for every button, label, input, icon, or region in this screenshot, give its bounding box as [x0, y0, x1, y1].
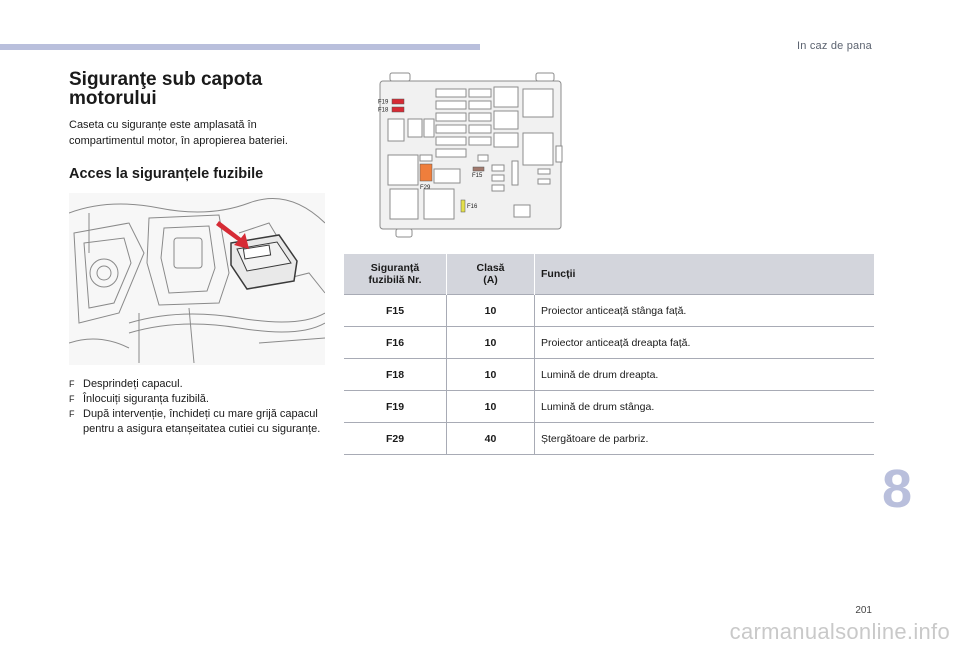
- table-header-row: Siguranță fuzibilă Nr. Clasă (A) Funcții: [344, 254, 874, 295]
- amps-cell: 10: [446, 358, 535, 391]
- section-title-line-1: Siguranţe sub capota: [69, 69, 263, 90]
- page-number: 201: [855, 605, 872, 616]
- fuse-f16-marker: [460, 199, 466, 213]
- amps-cell: 10: [446, 326, 535, 359]
- fuse-f18-label: F18: [378, 108, 389, 114]
- fuse-f15: F15: [472, 166, 485, 179]
- fuse-f19: F19: [378, 98, 405, 106]
- table-row: F18 10 Lumină de drum dreapta.: [344, 358, 874, 391]
- amps-cell: 40: [446, 422, 535, 455]
- fuse-f16: F16: [460, 199, 478, 213]
- function-cell: Proiector anticeață stânga față.: [534, 294, 874, 327]
- bullet-icon: F: [69, 379, 75, 389]
- table-row: F15 10 Proiector anticeață stânga față.: [344, 294, 874, 327]
- fuse-f18: F18: [378, 106, 405, 114]
- header-class: Clasă (A): [446, 254, 535, 295]
- fuse-f29: F29: [419, 163, 433, 191]
- header-fuse-number: Siguranță fuzibilă Nr.: [344, 254, 447, 295]
- function-cell: Proiector anticeață dreapta față.: [534, 326, 874, 359]
- table-row: F19 10 Lumină de drum stânga.: [344, 390, 874, 423]
- chapter-title: In caz de pana: [797, 40, 872, 52]
- chapter-number-badge: 8: [882, 459, 913, 519]
- function-cell: Ștergătoare de parbriz.: [534, 422, 874, 455]
- fuse-f19-marker: [391, 98, 405, 105]
- intro-paragraph: Caseta cu siguranțe este amplasată în co…: [69, 119, 288, 147]
- fuse-f16-label: F16: [467, 204, 478, 210]
- header-accent-bar: [0, 44, 480, 50]
- fuse-number-cell: F29: [344, 422, 447, 455]
- section-title: Siguranţe sub capota motorului: [69, 70, 309, 108]
- table-row: F29 40 Ștergătoare de parbriz.: [344, 422, 874, 455]
- fuse-number-cell: F15: [344, 294, 447, 327]
- watermark: carmanualsonline.info: [729, 619, 950, 644]
- fuse-box-cover: [230, 234, 298, 290]
- amps-cell: 10: [446, 294, 535, 327]
- fuse-f29-label: F29: [420, 185, 431, 191]
- fuse-f19-label: F19: [378, 100, 389, 106]
- fuse-table: Siguranță fuzibilă Nr. Clasă (A) Funcții…: [344, 254, 874, 455]
- table-row: F16 10 Proiector anticeață dreapta față.: [344, 326, 874, 359]
- bullet-icon: F: [69, 394, 75, 404]
- removal-arrow-icon: [216, 221, 249, 249]
- header-functions: Funcții: [534, 254, 874, 295]
- fuse-number-cell: F16: [344, 326, 447, 359]
- fuse-number-cell: F19: [344, 390, 447, 423]
- engine-compartment-illustration: [69, 193, 325, 365]
- subsection-title: Acces la siguranțele fuzibile: [69, 166, 264, 182]
- function-cell: Lumină de drum stânga.: [534, 390, 874, 423]
- function-cell: Lumină de drum dreapta.: [534, 358, 874, 391]
- fuse-f18-marker: [391, 106, 405, 113]
- fuse-f15-marker: [472, 166, 485, 172]
- amps-cell: 10: [446, 390, 535, 423]
- fuse-f29-marker: [419, 163, 433, 182]
- bullet-icon: F: [69, 409, 75, 419]
- fuse-f15-label: F15: [472, 173, 483, 179]
- section-title-line-2: motorului: [69, 88, 157, 109]
- fuse-number-cell: F18: [344, 358, 447, 391]
- fuse-box-diagram: F19 F18 F29 F15 F16: [378, 72, 563, 238]
